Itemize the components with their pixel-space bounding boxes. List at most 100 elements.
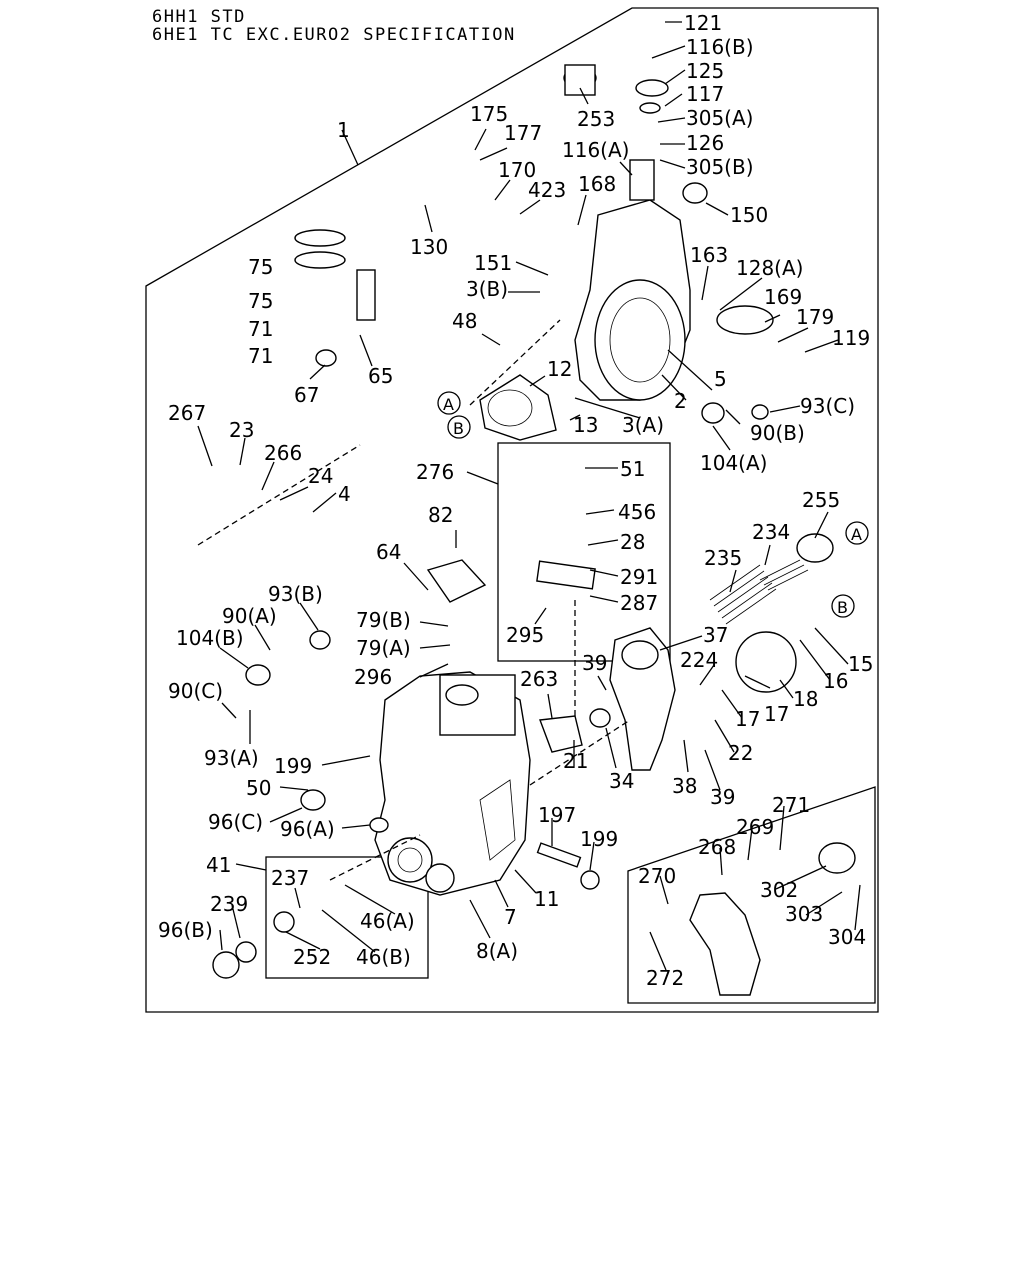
- part-label-234: 234: [752, 520, 790, 544]
- part-label-41: 41: [206, 853, 231, 877]
- part-label-116a: 116(A): [562, 138, 629, 162]
- part-label-253: 253: [577, 107, 615, 131]
- part-label-2: 2: [674, 389, 687, 413]
- part-label-90c: 90(C): [168, 679, 223, 703]
- part-label-39a: 39: [582, 651, 607, 675]
- part-label-8a: 8(A): [476, 939, 518, 963]
- svg-text:B: B: [453, 419, 464, 438]
- tension-lever-part: [609, 533, 834, 771]
- part-label-93c: 93(C): [800, 394, 855, 418]
- part-label-126: 126: [686, 131, 724, 155]
- part-label-48: 48: [452, 309, 477, 333]
- part-label-291: 291: [620, 565, 658, 589]
- part-label-51: 51: [620, 457, 645, 481]
- box-lever-kit-outline: [627, 786, 876, 1004]
- part-label-64: 64: [376, 540, 401, 564]
- part-label-456: 456: [618, 500, 656, 524]
- part-label-121: 121: [684, 11, 722, 35]
- part-label-169: 169: [764, 285, 802, 309]
- part-label-37: 37: [703, 623, 728, 647]
- part-label-90b: 90(B): [750, 421, 805, 445]
- part-label-90a: 90(A): [222, 604, 277, 628]
- part-label-263: 263: [520, 667, 558, 691]
- leader-lines: [197, 21, 861, 971]
- svg-text:A: A: [443, 395, 454, 414]
- part-label-24: 24: [308, 464, 333, 488]
- part-label-104a: 104(A): [700, 451, 767, 475]
- part-label-11: 11: [534, 887, 559, 911]
- part-label-237: 237: [271, 866, 309, 890]
- part-label-255: 255: [802, 488, 840, 512]
- part-label-151: 151: [474, 251, 512, 275]
- svg-text:A: A: [851, 525, 862, 544]
- part-label-168: 168: [578, 172, 616, 196]
- part-label-199a: 199: [274, 754, 312, 778]
- callout-a-right: A: [845, 521, 869, 545]
- part-label-28: 28: [620, 530, 645, 554]
- part-label-267: 267: [168, 401, 206, 425]
- governor-housing-part: [574, 159, 691, 401]
- diagram-header-line-1: 6HH1 STD: [152, 7, 246, 27]
- callout-b-right: B: [831, 594, 855, 618]
- part-label-34: 34: [609, 769, 634, 793]
- part-label-302: 302: [760, 878, 798, 902]
- part-label-71a: 71: [248, 317, 273, 341]
- part-label-305b: 305(B): [686, 155, 754, 179]
- part-label-39b: 39: [710, 785, 735, 809]
- part-label-117: 117: [686, 82, 724, 106]
- part-label-271: 271: [772, 793, 810, 817]
- part-label-50: 50: [246, 776, 271, 800]
- part-label-119: 119: [832, 326, 870, 350]
- part-label-268: 268: [698, 835, 736, 859]
- part-label-96c: 96(C): [208, 810, 263, 834]
- part-label-303: 303: [785, 902, 823, 926]
- part-label-75b: 75: [248, 289, 273, 313]
- part-label-22: 22: [728, 741, 753, 765]
- callout-a-upper: A: [437, 391, 461, 415]
- part-label-13: 13: [573, 413, 598, 437]
- part-label-175: 175: [470, 102, 508, 126]
- part-label-116b: 116(B): [686, 35, 754, 59]
- part-label-130: 130: [410, 235, 448, 259]
- part-label-287: 287: [620, 591, 658, 615]
- small-parts-group: [212, 64, 856, 996]
- part-label-18: 18: [793, 687, 818, 711]
- part-label-266: 266: [264, 441, 302, 465]
- part-label-269: 269: [736, 815, 774, 839]
- callout-b-upper: B: [447, 415, 471, 439]
- part-label-12: 12: [547, 357, 572, 381]
- part-label-163: 163: [690, 243, 728, 267]
- part-label-197: 197: [538, 803, 576, 827]
- svg-text:B: B: [837, 598, 848, 617]
- diagram-header-line-2: 6HE1 TC EXC.EURO2 SPECIFICATION: [152, 25, 516, 45]
- part-label-224: 224: [680, 648, 718, 672]
- part-label-150: 150: [730, 203, 768, 227]
- part-label-46b: 46(B): [356, 945, 411, 969]
- pump-housing-part: [374, 671, 531, 896]
- part-label-252: 252: [293, 945, 331, 969]
- part-label-79a: 79(A): [356, 636, 411, 660]
- part-label-15: 15: [848, 652, 873, 676]
- part-label-38: 38: [672, 774, 697, 798]
- flyweight-holder-part: [479, 374, 557, 441]
- part-label-270: 270: [638, 864, 676, 888]
- part-label-199b: 199: [580, 827, 618, 851]
- part-label-21: 21: [563, 749, 588, 773]
- part-label-1: 1: [337, 118, 350, 142]
- part-label-304: 304: [828, 925, 866, 949]
- part-label-5: 5: [714, 367, 727, 391]
- part-label-170: 170: [498, 158, 536, 182]
- box-276-outline: [497, 442, 671, 662]
- part-label-423: 423: [528, 178, 566, 202]
- part-label-17b: 17: [764, 702, 789, 726]
- part-label-75a: 75: [248, 255, 273, 279]
- part-label-3b: 3(B): [466, 277, 508, 301]
- part-label-79b: 79(B): [356, 608, 411, 632]
- part-label-276: 276: [416, 460, 454, 484]
- part-number-labels: 121116(B)125117305(A)126305(B)116(A)2531…: [158, 11, 873, 990]
- part-label-23: 23: [229, 418, 254, 442]
- part-label-65: 65: [368, 364, 393, 388]
- part-label-96a: 96(A): [280, 817, 335, 841]
- part-label-3a: 3(A): [622, 413, 664, 437]
